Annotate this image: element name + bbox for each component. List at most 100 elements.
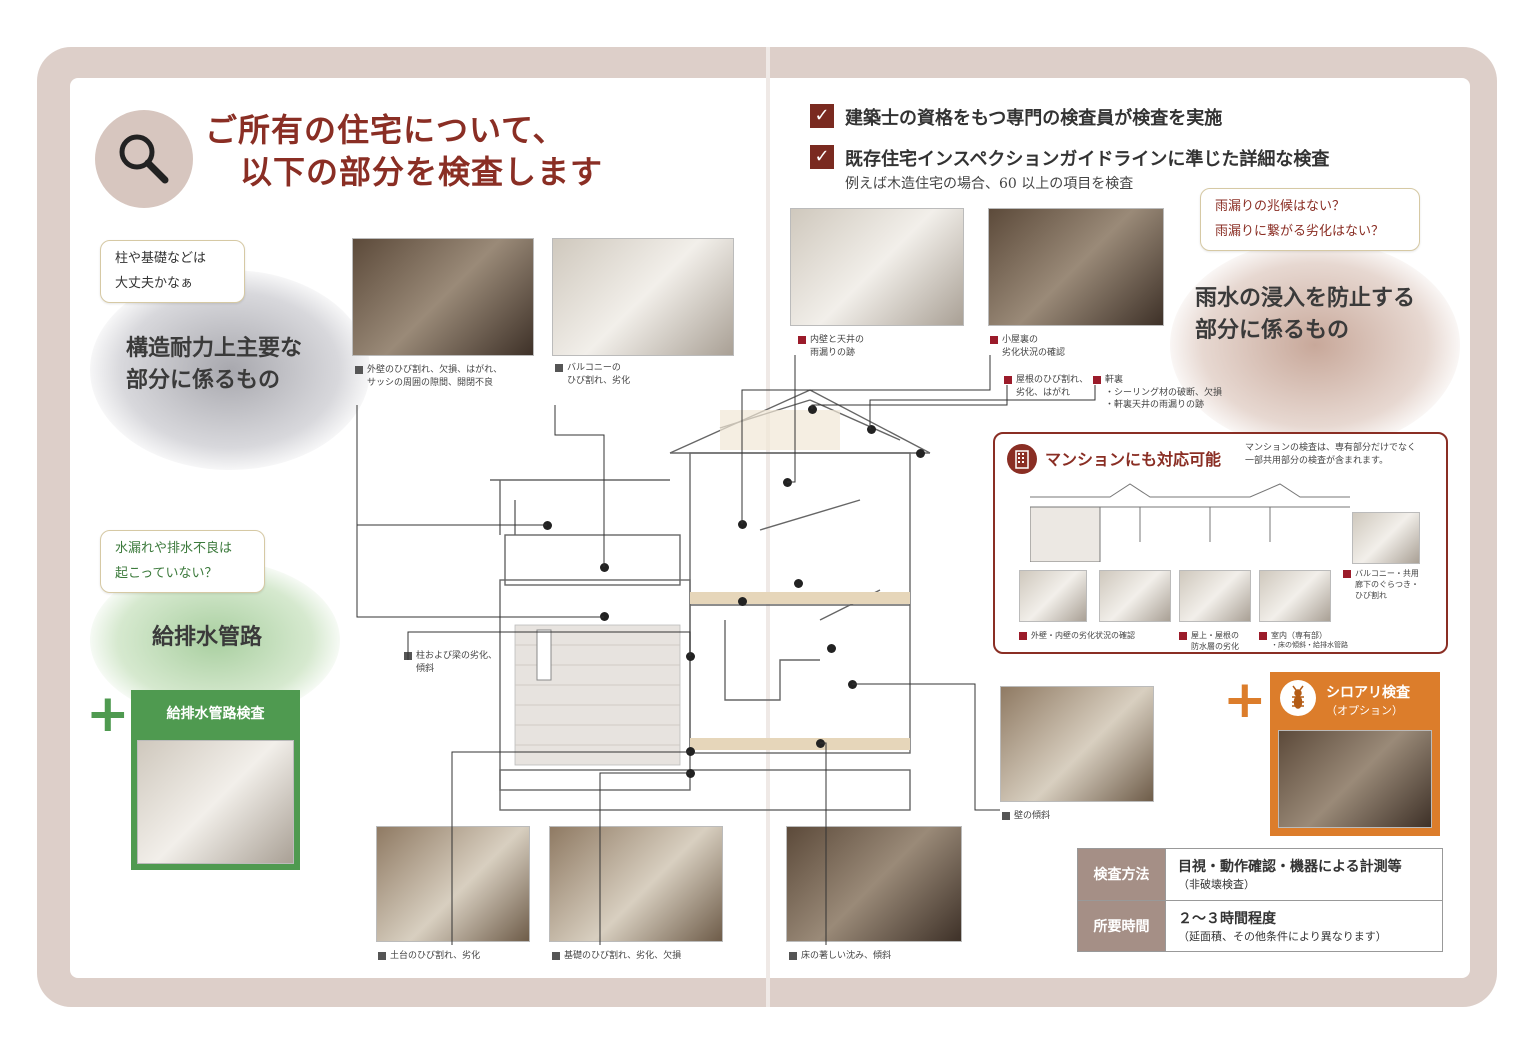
mansion-box: マンションにも対応可能 マンションの検査は、専有部分だけでなく 一部共用部分の検… (993, 432, 1448, 654)
table-label: 所要時間 (1077, 899, 1166, 952)
table-main-text: ２～３時間程度 (1178, 910, 1276, 927)
marker-dot (848, 680, 857, 689)
mansion-diagram (1030, 483, 1350, 562)
magnifier-badge (95, 110, 193, 208)
photo-foundation (549, 826, 723, 942)
caption-text: 屋上・屋根の (1191, 631, 1239, 640)
marker-dot (686, 747, 695, 756)
table-row: 検査方法 目視・動作確認・機器による計測等 （非破壊検査） (1077, 848, 1443, 901)
caption-text: 劣化、はがれ (1016, 387, 1071, 398)
mansion-photo-outer (1019, 570, 1087, 622)
caption-text: 軒裏 (1105, 375, 1124, 385)
caption-text: バルコニー・共用 (1355, 569, 1419, 578)
table-cell: 目視・動作確認・機器による計測等 （非破壊検査） (1165, 848, 1443, 901)
plumbing-inspection-title: 給排水管路検査 (166, 706, 265, 722)
photo-inner-wall (790, 208, 964, 326)
mansion-photo-inner (1099, 570, 1171, 622)
mansion-desc: マンションの検査は、専有部分だけでなく 一部共用部分の検査が含まれます。 (1245, 442, 1416, 467)
plumbing-photo (137, 740, 294, 864)
caption-floor: 床の著しい沈み、傾斜 (789, 950, 891, 963)
caption-text: 防水層の劣化 (1191, 642, 1239, 652)
mansion-photo-roof (1179, 570, 1251, 622)
caption-text: 雨漏りの跡 (810, 347, 856, 358)
table-main-text: 目視・動作確認・機器による計測等 (1178, 859, 1402, 876)
marker-dot (827, 644, 836, 653)
caption-text: 廊下のぐらつき・ (1355, 580, 1419, 590)
marker-dot (867, 425, 876, 434)
caption-text: 外壁のひび割れ、欠損、はがれ、 (367, 365, 503, 375)
mansion-photo-room (1259, 570, 1331, 622)
caption-balcony: バルコニーの ひび割れ、劣化 (555, 362, 630, 387)
structural-blob (90, 270, 370, 470)
structural-title: 構造耐力上主要な 部分に係るもの (126, 333, 302, 397)
termite-icon (1280, 680, 1316, 716)
mansion-caption-roof: 屋上・屋根の 防水層の劣化 (1179, 630, 1239, 652)
mansion-caption-balcony: バルコニー・共用 廊下のぐらつき・ ひび割れ (1343, 568, 1419, 602)
category-title-line: 構造耐力上主要な (126, 335, 303, 361)
marker-dot (816, 739, 825, 748)
rain-blob (1170, 240, 1460, 450)
caption-text: 傾斜 (416, 663, 435, 674)
table-sub-text: （延面積、その他条件により異なります） (1178, 929, 1387, 943)
bubble-text: 大丈夫かなぁ (115, 275, 194, 291)
structural-bubble: 柱や基礎などは 大丈夫かなぁ (100, 240, 245, 304)
plumbing-bubble: 水漏れや排水不良は 起こっていない？ (100, 530, 265, 594)
plumbing-title: 給排水管路 (152, 624, 263, 650)
table-sub-text: （非破壊検査） (1178, 878, 1255, 892)
rain-title: 雨水の浸入を防止する 部分に係るもの (1195, 283, 1415, 347)
page-title-line2: 以下の部分を検査します (240, 153, 604, 191)
table-label: 検査方法 (1077, 848, 1166, 901)
check-item-2: 既存住宅インスペクションガイドラインに準じた詳細な検査 (845, 149, 1330, 170)
category-title-line: 部分に係るもの (126, 366, 281, 393)
check-icon: ✓ (810, 104, 834, 128)
rain-bubble: 雨漏りの兆候はない？ 雨漏りに繋がる劣化はない？ (1200, 188, 1420, 252)
termite-title: シロアリ検査 (1326, 685, 1410, 701)
building-icon (1007, 444, 1037, 474)
mansion-desc-line: 一部共用部分の検査が含まれます。 (1245, 455, 1389, 466)
caption-text: バルコニーの (567, 363, 621, 373)
caption-foundation: 基礎のひび割れ、劣化、欠損 (552, 950, 681, 963)
caption-text: ・床の傾斜・給排水管路 (1271, 641, 1348, 650)
check-icon: ✓ (810, 145, 834, 169)
caption-outer-wall: 外壁のひび割れ、欠損、はがれ、 サッシの周囲の隙間、開閉不良 (355, 364, 502, 389)
marker-dot (600, 563, 609, 572)
caption-attic: 小屋裏の 劣化状況の確認 (990, 334, 1065, 359)
marker-dot (916, 449, 925, 458)
caption-text: サッシの周囲の隙間、開閉不良 (367, 377, 494, 388)
caption-text: ひび割れ (1355, 591, 1387, 601)
marker-dot (686, 769, 695, 778)
caption-sill: 土台のひび割れ、劣化 (378, 950, 480, 963)
caption-text: 内壁と天井の (810, 335, 865, 345)
category-title-line: 雨水の浸入を防止する (1195, 285, 1416, 311)
caption-inner-wall: 内壁と天井の 雨漏りの跡 (798, 334, 864, 359)
termite-card: シロアリ検査 （オプション） (1270, 672, 1440, 836)
marker-dot (543, 521, 552, 530)
check-item-1: 建築士の資格をもつ専門の検査員が検査を実施 (845, 108, 1223, 129)
plus-icon: + (86, 684, 130, 744)
marker-dot (600, 612, 609, 621)
caption-wall-tilt: 壁の傾斜 (1002, 810, 1050, 823)
photo-sill (376, 826, 530, 942)
marker-dot (808, 405, 817, 414)
photo-wall-tilt (1000, 686, 1154, 802)
table-row: 所要時間 ２～３時間程度 （延面積、その他条件により異なります） (1077, 899, 1443, 952)
mansion-caption-outer: 外壁・内壁の劣化状況の確認 (1019, 630, 1135, 641)
termite-sub: （オプション） (1326, 704, 1403, 717)
bubble-text: 雨漏りに繋がる劣化はない？ (1215, 223, 1385, 239)
caption-text: ・軒裏天井の雨漏りの跡 (1105, 400, 1205, 411)
page-title-line1: ご所有の住宅について、 (205, 111, 566, 149)
mansion-caption-room: 室内（専有部） ・床の傾斜・給排水管路 (1259, 630, 1348, 651)
caption-text: 小屋裏の (1002, 335, 1039, 345)
photo-outer-wall (352, 238, 534, 356)
photo-floor (786, 826, 962, 942)
category-title-line: 部分に係るもの (1195, 316, 1350, 343)
house-diagram (490, 389, 931, 811)
caption-text: ひび割れ、劣化 (567, 375, 631, 386)
photo-attic (988, 208, 1164, 326)
table-cell: ２～３時間程度 （延面積、その他条件により異なります） (1165, 899, 1443, 952)
caption-roof: 屋根のひび割れ、 劣化、はがれ (1004, 374, 1088, 399)
check-note: 例えば木造住宅の場合、60 以上の項目を検査 (845, 176, 1134, 192)
bubble-text: 起こっていない？ (115, 565, 218, 581)
mansion-photo-balcony (1352, 512, 1420, 564)
caption-eaves: 軒裏 ・シーリング材の破断、欠損 ・軒裏天井の雨漏りの跡 (1093, 374, 1222, 412)
